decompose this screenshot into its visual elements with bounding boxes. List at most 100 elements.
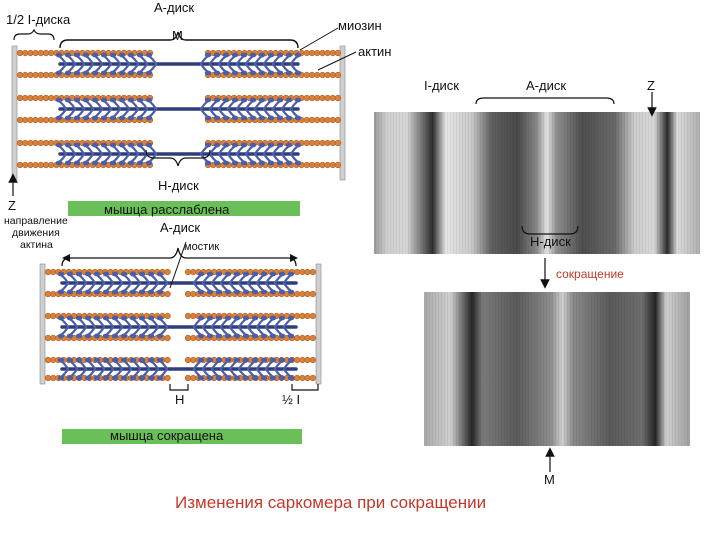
actin-bead	[303, 94, 310, 102]
actin-bead	[16, 49, 24, 57]
myosin-head-tip	[197, 333, 205, 339]
myosin-head-tip	[156, 375, 164, 381]
myosin-head-tip	[156, 289, 164, 295]
actin-bead	[16, 116, 24, 124]
myosin-head-tip	[206, 357, 214, 363]
actin-bead	[324, 116, 331, 124]
actin-bead	[304, 268, 311, 276]
myosin-head-tip	[285, 52, 293, 58]
actin-bead	[37, 116, 44, 124]
actin-bead	[334, 94, 342, 102]
myosin-head-tip	[197, 375, 205, 381]
myosin-filaments	[57, 271, 298, 381]
actin-bead	[308, 161, 316, 169]
actin-bead	[50, 334, 57, 342]
myosin-head-tip	[269, 375, 277, 381]
myosin-head-tip	[224, 357, 232, 363]
myosin-head-tip	[100, 70, 108, 76]
actin-bead	[319, 49, 326, 57]
myosin-head-tip	[91, 52, 99, 58]
myosin-head-tip	[242, 315, 250, 321]
myosin-head-tip	[267, 70, 275, 76]
actin-bead	[50, 374, 57, 382]
myosin-head-tip	[222, 52, 230, 58]
myosin-head-tip	[84, 357, 92, 363]
myosin-head-tip	[111, 357, 119, 363]
actin-bead	[190, 356, 197, 364]
actin-bead	[32, 94, 39, 102]
myosin-head-tip	[276, 70, 284, 76]
myosin-head-tip	[118, 52, 126, 58]
brace-icon	[145, 149, 211, 167]
myosin-head-tip	[145, 115, 153, 121]
myosin-head-tip	[287, 375, 295, 381]
myosin-head-tip	[55, 70, 63, 76]
myosin-head-tip	[118, 97, 126, 103]
myosin-head-tip	[251, 333, 259, 339]
myosin-head-tip	[240, 97, 248, 103]
myosin-head-tip	[222, 97, 230, 103]
myosin-head-tip	[267, 142, 275, 148]
myosin-head-tip	[224, 289, 232, 295]
myosin-head-tip	[231, 142, 239, 148]
contracted-label: мышца сокращена	[110, 428, 224, 443]
actin-bead	[309, 312, 316, 320]
myosin-head-tip	[213, 142, 221, 148]
actin-bead	[319, 116, 326, 124]
actin-bead	[164, 374, 171, 382]
myosin-head-tip	[197, 289, 205, 295]
myosin-head-tip	[197, 271, 205, 277]
myosin-head-tip	[102, 333, 110, 339]
actin-bead	[299, 356, 306, 364]
actin-bead	[314, 116, 321, 124]
actin-bead	[48, 49, 55, 57]
myosin-head-tip	[222, 115, 230, 121]
actin-bead	[303, 49, 310, 57]
myosin-head-tip	[242, 271, 250, 277]
myosin-head-tip	[231, 115, 239, 121]
myosin-head-tip	[249, 160, 257, 166]
myosin-head-tip	[294, 142, 302, 148]
myosin-head-tip	[215, 289, 223, 295]
myosin-head-tip	[75, 271, 83, 277]
actin-bead	[27, 49, 34, 57]
actin-bead	[184, 334, 192, 342]
contracted-bar	[62, 429, 302, 444]
myosin-head-tip	[82, 52, 90, 58]
myosin-head-tip	[206, 375, 214, 381]
myosin-head-tip	[102, 375, 110, 381]
myosin-head-tip	[224, 375, 232, 381]
myosin-head-tip	[127, 160, 135, 166]
myosin-head-tip	[233, 375, 241, 381]
myosin-head-tip	[100, 97, 108, 103]
myosin-head-tip	[138, 289, 146, 295]
myosin-head-tip	[258, 97, 266, 103]
myosin-head-tip	[204, 52, 212, 58]
actin-bead	[164, 312, 171, 320]
myosin-head-tip	[66, 357, 74, 363]
actin-bead	[22, 94, 29, 102]
h-band-micro-label: H-диск	[530, 234, 571, 249]
actin-bead	[42, 94, 50, 102]
a-band-top-label: A-диск	[154, 0, 194, 15]
myosin-head-tip	[233, 357, 241, 363]
myosin-head-tip	[287, 271, 295, 277]
myosin-head-tip	[260, 315, 268, 321]
half-i-short-label: ½ I	[282, 392, 300, 407]
myosin-head-tip	[111, 333, 119, 339]
myosin-head-tip	[127, 97, 135, 103]
myosin-head-tip	[145, 142, 153, 148]
myosin-head-tip	[64, 97, 72, 103]
myosin-head-tip	[102, 357, 110, 363]
myosin-head-tip	[285, 97, 293, 103]
myosin-head-tip	[57, 333, 65, 339]
actin-bead	[16, 139, 24, 147]
actin-bead	[48, 116, 55, 124]
myosin-head-tip	[269, 271, 277, 277]
myosin-head-tip	[267, 97, 275, 103]
myosin-head-tip	[57, 315, 65, 321]
actin-bead	[50, 290, 57, 298]
myosin-head-tip	[109, 142, 117, 148]
myosin-head-tip	[285, 115, 293, 121]
actin-bead	[303, 71, 310, 79]
